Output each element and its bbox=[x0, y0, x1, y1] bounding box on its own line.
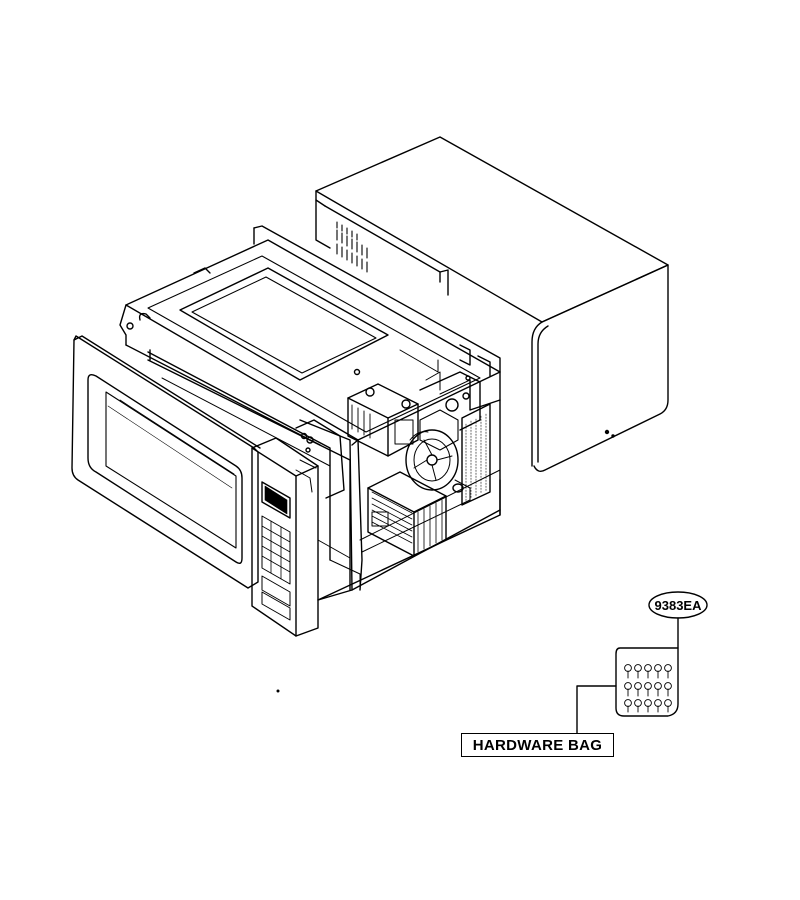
oven-cavity-chassis bbox=[119, 225, 501, 601]
cooling-fan bbox=[405, 429, 459, 491]
hardware-label-leader-line bbox=[576, 685, 617, 734]
vent-grille bbox=[461, 403, 491, 506]
door-assembly bbox=[71, 335, 261, 589]
vent-slots bbox=[336, 221, 368, 273]
screw-icons bbox=[624, 664, 672, 713]
transformer bbox=[367, 471, 471, 557]
control-panel bbox=[251, 437, 319, 637]
part-number-callout: 9383EA bbox=[648, 591, 708, 619]
part-number-text: 9383EA bbox=[655, 598, 703, 613]
high-voltage-capacitor bbox=[419, 409, 459, 451]
fan-motor-bracket bbox=[419, 371, 481, 431]
magnetron bbox=[347, 383, 419, 457]
hardware-bag bbox=[615, 647, 679, 717]
control-bracket bbox=[295, 419, 345, 499]
outer-cabinet bbox=[315, 136, 669, 473]
hardware-bag-label: HARDWARE BAG bbox=[461, 733, 614, 757]
